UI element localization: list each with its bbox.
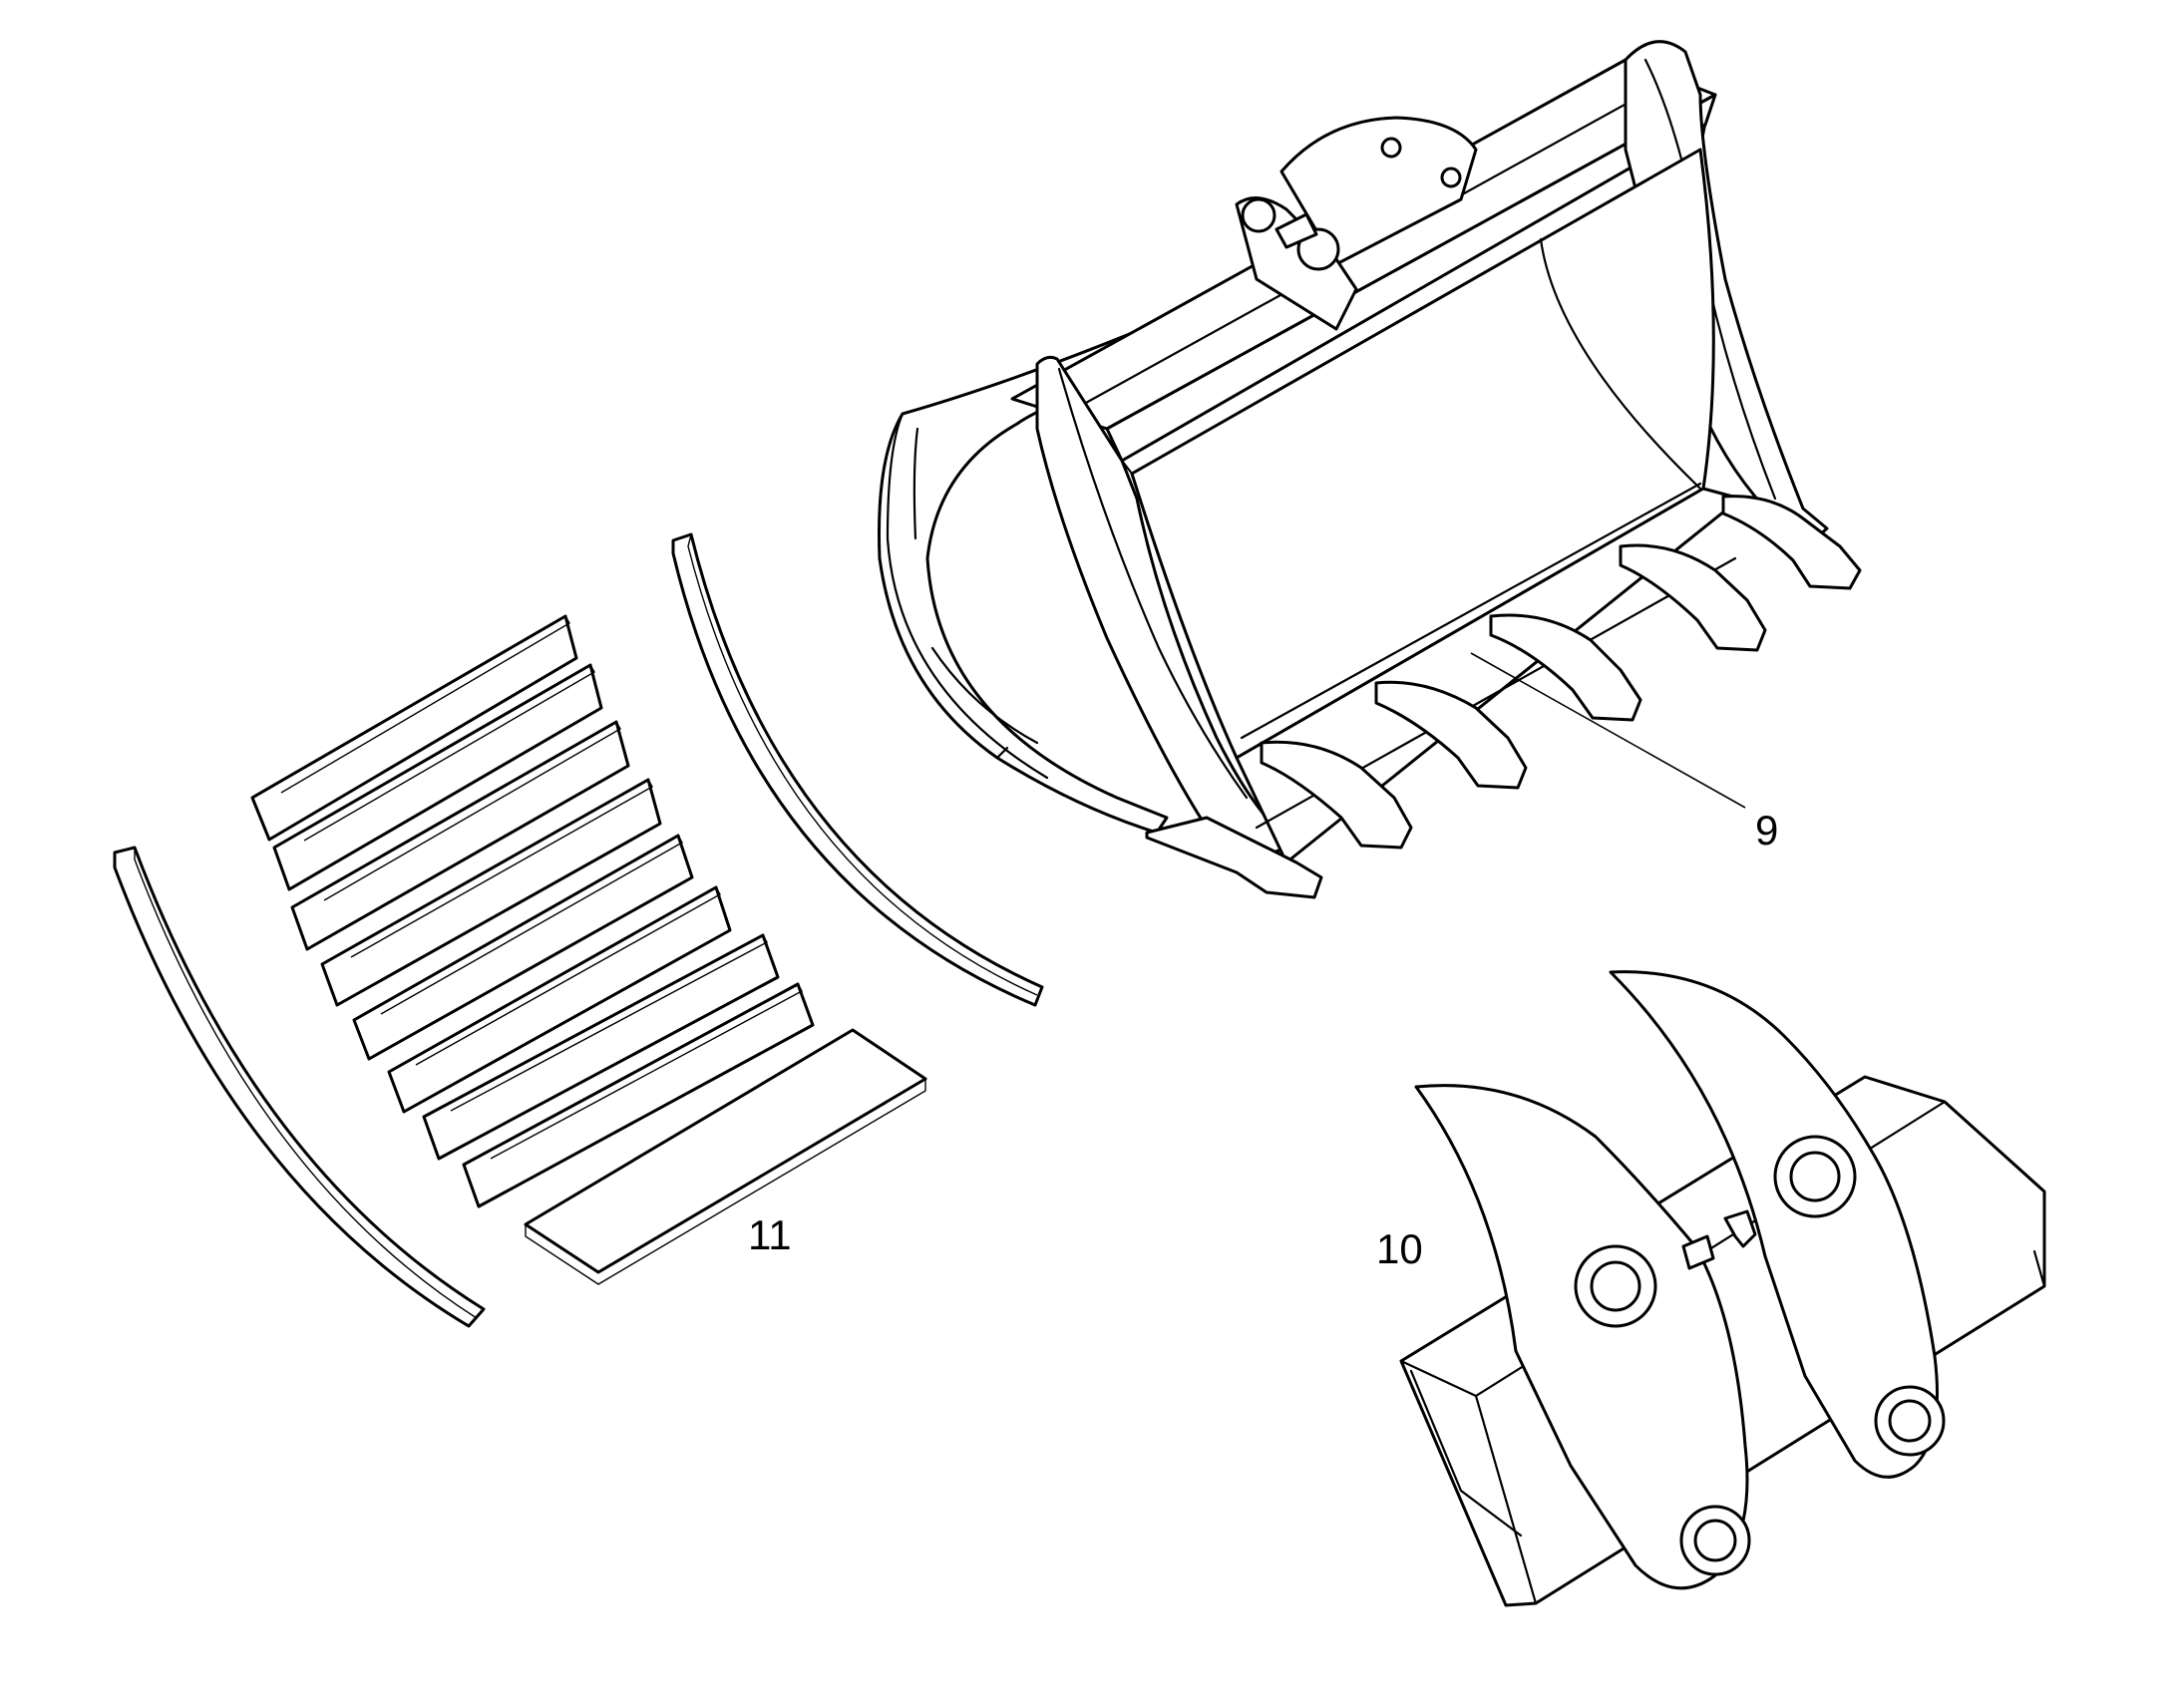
lifting-lug-right: [1609, 970, 1939, 1479]
bucket-assembly: [878, 40, 1862, 899]
pin-hole-left: [1380, 137, 1402, 159]
callout-label-9: 9: [1755, 807, 1779, 854]
bucket-tooth-5: [1619, 543, 1767, 652]
flat-bar-1: [250, 614, 578, 842]
wear-plates-assembly: [113, 532, 1044, 1328]
flat-bar-8: [462, 982, 815, 1208]
curved-strip-right: [671, 532, 1044, 1007]
bucket-teeth: [1260, 495, 1862, 850]
flat-bar-stack: [250, 614, 927, 1285]
flat-bar-2: [272, 663, 603, 891]
flat-bar-6: [387, 885, 732, 1114]
leader-line-9: [1470, 652, 1746, 809]
center-clip: [1681, 1234, 1715, 1270]
flat-bar-7: [422, 933, 780, 1161]
bucket-tooth-3: [1374, 680, 1528, 790]
pin-hole-right: [1440, 167, 1462, 188]
flat-bar-3: [290, 720, 630, 951]
bucket-tooth-4: [1489, 613, 1642, 722]
flat-bar-4: [320, 778, 662, 1007]
callout-label-11: 11: [748, 1211, 792, 1258]
lifting-lug-left: [1414, 1084, 1749, 1590]
callout-label-10: 10: [1376, 1225, 1423, 1272]
bucket-tooth-1: [1145, 816, 1323, 899]
bucket-tooth-2: [1260, 740, 1413, 850]
bucket-hinge-bracket: [1235, 116, 1478, 331]
lug-beam-assembly: [1399, 970, 2046, 1607]
flat-bar-5: [352, 834, 694, 1061]
bucket-tooth-6: [1721, 495, 1862, 590]
center-hook: [1723, 1209, 1757, 1248]
